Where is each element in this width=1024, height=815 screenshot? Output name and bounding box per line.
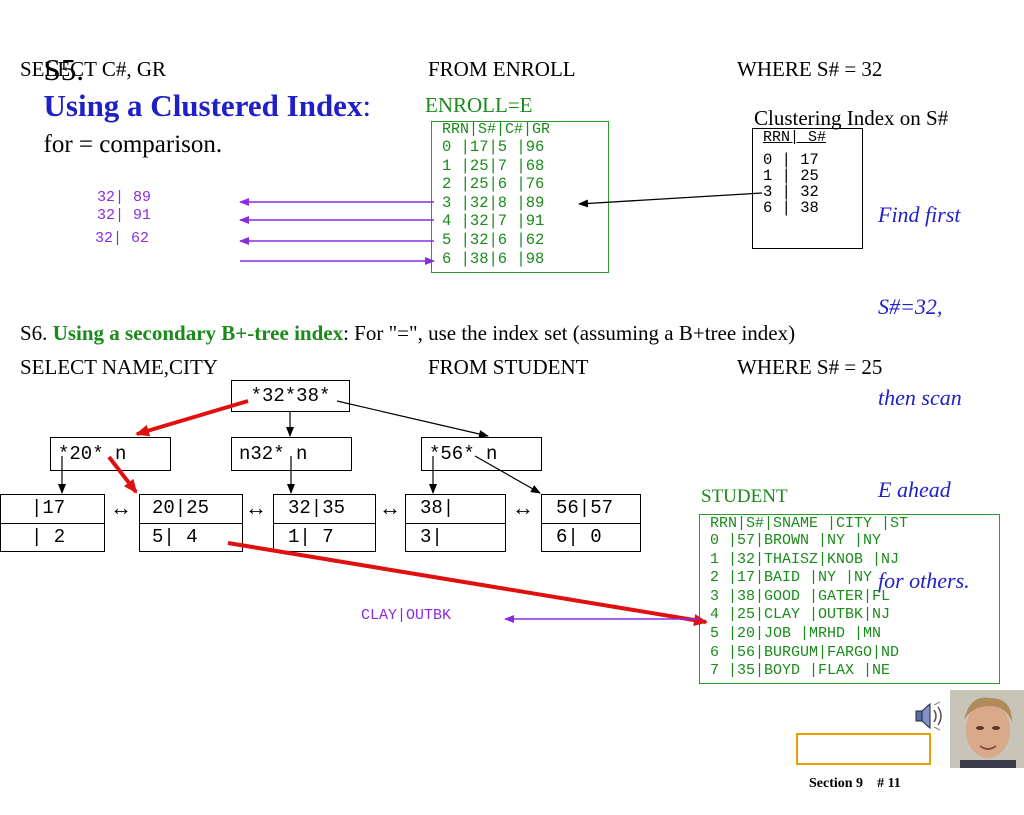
leaf-link-icon: ↔ (110, 495, 132, 520)
enroll-rows: 0 |17|5 |96 1 |25|7 |68 2 |25|6 |76 3 |3… (432, 138, 608, 268)
index-row: 0 | 17 (763, 151, 819, 169)
enroll-row: 2 |25|6 |76 (442, 175, 545, 194)
student-header: RRN|S#|SNAME |CITY |ST (710, 515, 909, 532)
enroll-row: 1 |25|7 |68 (442, 156, 545, 175)
s5-colon: : (362, 88, 372, 123)
enroll-table: RRN|S#|C#|GR 0 |17|5 |96 1 |25|7 |68 2 |… (431, 121, 609, 273)
note-line: E ahead (878, 476, 951, 502)
enroll-row: 0 |17|5 |96 (442, 138, 545, 156)
leaf-keys: 38| (406, 495, 505, 524)
leaf-pointers: 1| 7 (288, 526, 334, 548)
index-rows: 0 | 17 1 | 25 3 | 32 6 | 38 (753, 152, 862, 216)
leaf-pointers: 6| 0 (556, 526, 602, 548)
presenter-photo (950, 690, 1024, 768)
s5-select: SELECT C#, GR (20, 57, 167, 81)
enroll-row: 4 |32|7 |91 (442, 212, 545, 231)
s6-rest: : For "=", use the index set (assuming a… (343, 321, 796, 345)
s5-heading: S5. Using a Clustered Index: for = compa… (28, 16, 372, 160)
leaf-keys: 20|25 (140, 495, 242, 524)
slide-footer: Section 9 # 11 (796, 733, 931, 791)
enroll-row: 5 |32|6 |62 (442, 230, 545, 249)
student-row: 2 |17|BAID |NY |NY (710, 569, 873, 587)
enroll-header: RRN|S#|C#|GR (442, 121, 551, 138)
s6-select: SELECT NAME,CITY (20, 355, 218, 379)
enroll-row: 6 |38|6 |98 (442, 249, 545, 268)
s6-result: CLAY|OUTBK (361, 607, 452, 624)
index-title: Clustering Index on S# (754, 106, 949, 130)
s6-title: Using a secondary B+-tree index (52, 321, 344, 345)
student-row: 4 |25|CLAY |OUTBK|NJ (710, 606, 891, 624)
leaf-link-icon: ↔ (512, 495, 534, 520)
student-row: 6 |56|BURGUM|FARGO|ND (710, 643, 900, 661)
student-table: RRN|S#|SNAME |CITY |ST 0 |57|BROWN |NY |… (699, 514, 1000, 684)
index-row: 3 | 32 (763, 183, 819, 201)
btree-leaf-node: 20|25 5| 4 (139, 494, 243, 552)
note-line: S#=32, (878, 293, 943, 319)
search-path-arrow (135, 399, 249, 437)
student-row: 0 |57|BROWN |NY |NY (710, 532, 882, 549)
leaf-link-icon: ↔ (245, 495, 267, 520)
note-line: for others. (878, 568, 970, 593)
index-row: 6 | 38 (763, 199, 819, 217)
student-rows: 0 |57|BROWN |NY |NY 1 |32|THAISZ|KNOB |N… (700, 532, 999, 681)
leaf-keys: 56|57 (542, 495, 640, 524)
student-row: 5 |20|JOB |MRHD |MN (710, 624, 882, 642)
result-row: 32| 91 (97, 207, 152, 224)
s5-subtitle: for = comparison. (43, 131, 223, 158)
index-header: RRN| S# (763, 129, 827, 146)
s6-from: FROM STUDENT (428, 355, 589, 379)
s6-heading: S6. Using a secondary B+-tree index: For… (20, 321, 795, 346)
search-path-arrow (227, 541, 708, 626)
btree-leaf-node: |17 | 2 (0, 494, 105, 552)
enroll-row: 3 |32|8 |89 (442, 193, 545, 212)
leaf-pointers: 3| (420, 526, 443, 548)
enroll-title: ENROLL=E (425, 93, 533, 117)
s6-where: WHERE S# = 25 (737, 355, 883, 379)
result-row: 32| 89 (97, 189, 152, 206)
student-row: 7 |35|BOYD |FLAX |NE (710, 662, 891, 680)
btree-root-node: *32*38* (231, 380, 350, 412)
s5-where: WHERE S# = 32 (737, 57, 883, 81)
page-number: # 11 (877, 776, 901, 791)
section-label: Section 9 (809, 776, 864, 791)
s5-title: Using a Clustered Index (43, 88, 363, 123)
note-line: Find first (878, 202, 961, 227)
search-path-arrow (107, 455, 138, 494)
index-pointer-arrow (578, 192, 763, 208)
student-title: STUDENT (701, 486, 788, 507)
leaf-link-icon: ↔ (379, 495, 401, 520)
index-row: 1 | 25 (763, 167, 819, 185)
note-line: then scan (878, 385, 962, 410)
btree-leaf-node: 38| 3| (405, 494, 506, 552)
leaf-pointers: | 2 (31, 526, 66, 548)
s5-from: FROM ENROLL (428, 57, 576, 81)
student-row: 1 |32|THAISZ|KNOB |NJ (710, 550, 900, 568)
scan-note: Find first S#=32, then scan E ahead for … (878, 139, 970, 627)
leaf-keys: |17 (1, 495, 104, 524)
leaf-pointers: 5| 4 (152, 526, 198, 548)
s5-label: S5. (43, 52, 85, 87)
leaf-keys: 32|35 (274, 495, 375, 524)
speaker-icon[interactable] (914, 701, 950, 731)
s6-label: S6. (20, 321, 48, 345)
btree-leaf-node: 56|57 6| 0 (541, 494, 641, 552)
btree-leaf-node: 32|35 1| 7 (273, 494, 376, 552)
diagram-arrows (58, 192, 763, 626)
student-row: 3 |38|GOOD |GATER|FL (710, 587, 891, 605)
result-row: 32| 62 (95, 230, 150, 247)
cluster-index: RRN| S# 0 | 17 1 | 25 3 | 32 6 | 38 (752, 128, 863, 249)
